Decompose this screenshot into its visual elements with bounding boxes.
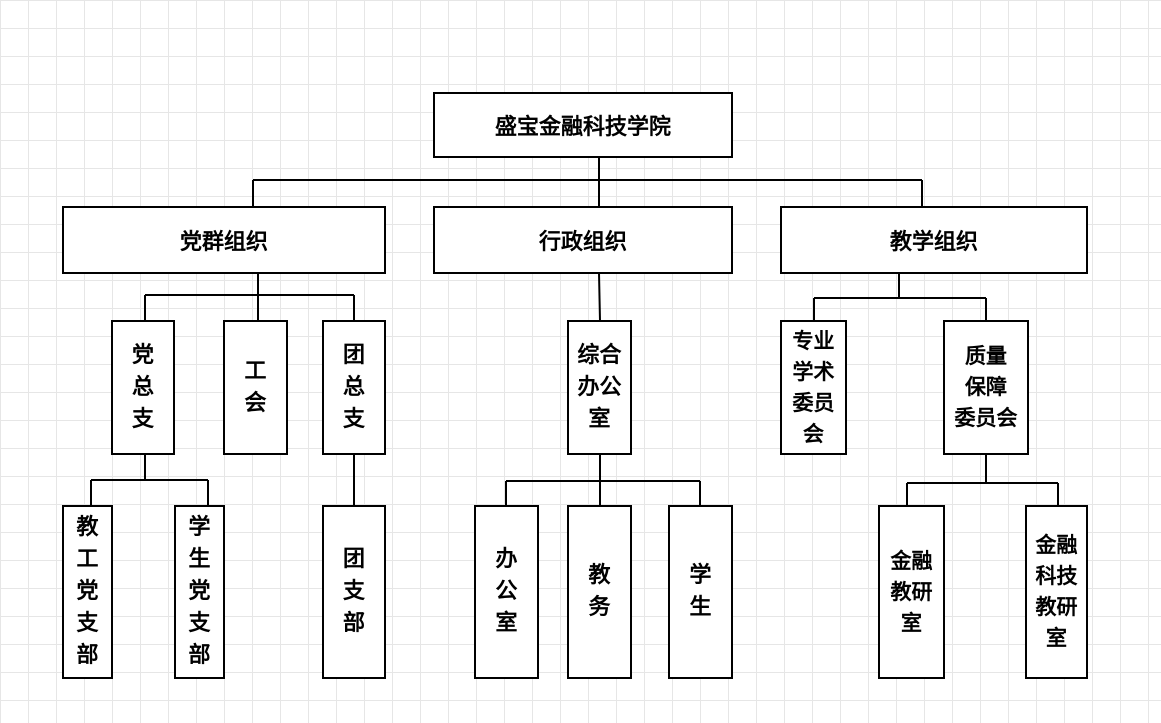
party-branch-box: 党 总 支 <box>111 320 175 455</box>
student-affairs-box: 学 生 <box>668 505 733 679</box>
academic-affairs-box: 教 务 <box>567 505 632 679</box>
finance-teaching-lab-box: 金融 教研 室 <box>878 505 945 679</box>
fintech-teaching-lab-box: 金融 科技 教研 室 <box>1025 505 1088 679</box>
root-node-box: 盛宝金融科技学院 <box>433 92 733 158</box>
teaching-org-box: 教学组织 <box>780 206 1088 274</box>
union-box: 工 会 <box>223 320 288 455</box>
admin-org-box: 行政组织 <box>433 206 733 274</box>
qa-committee-box: 质量 保障 委员会 <box>943 320 1029 455</box>
party-org-box: 党群组织 <box>62 206 386 274</box>
general-office-box: 综合 办公 室 <box>567 320 632 455</box>
youth-league-branch-box: 团 总 支 <box>322 320 386 455</box>
academic-committee-box: 专业 学术 委员 会 <box>780 320 847 455</box>
office-box: 办 公 室 <box>474 505 539 679</box>
student-party-branch-box: 学 生 党 支 部 <box>174 505 225 679</box>
youth-league-sub-branch-box: 团 支 部 <box>322 505 386 679</box>
staff-party-branch-box: 教 工 党 支 部 <box>62 505 113 679</box>
